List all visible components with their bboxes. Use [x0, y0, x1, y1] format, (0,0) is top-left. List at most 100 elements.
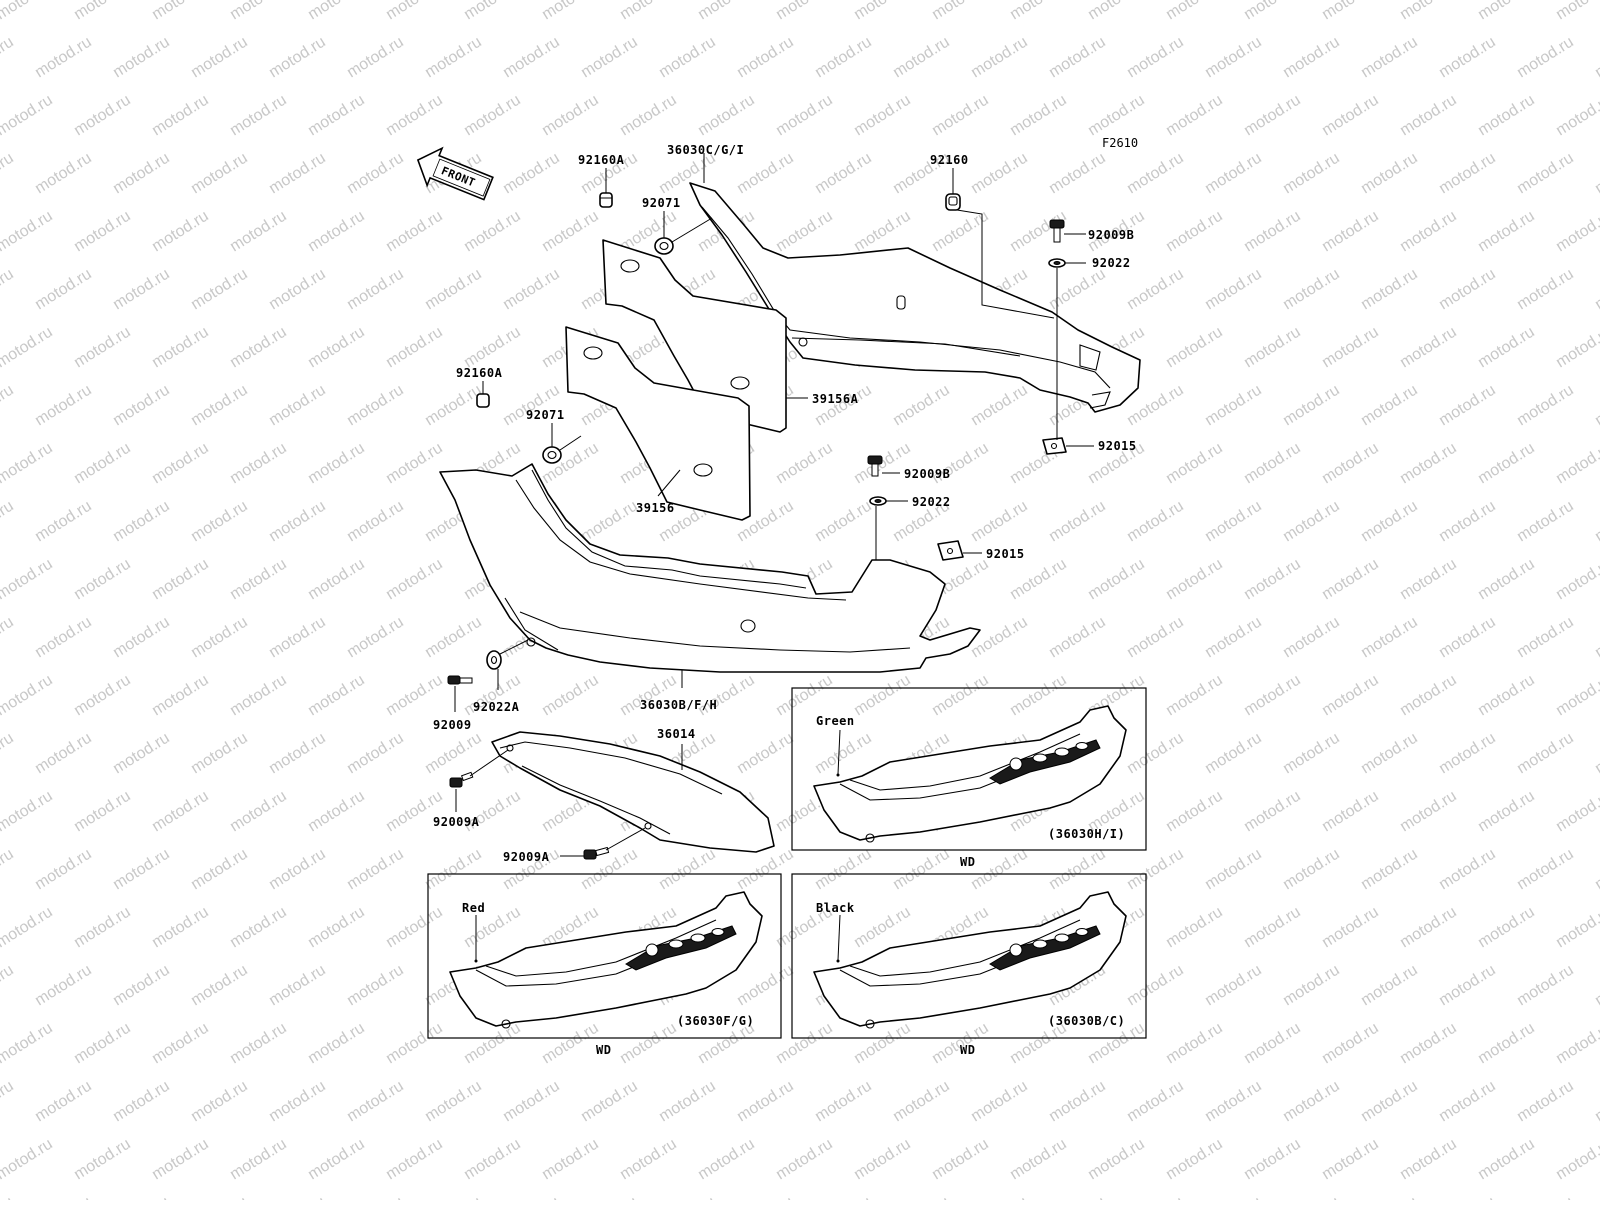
watermark-text: motod.ru: [0, 672, 56, 720]
watermark-text: motod.ru: [1319, 1020, 1382, 1068]
watermark-text: motod.ru: [1319, 440, 1382, 488]
watermark-text: motod.ru: [890, 1194, 953, 1200]
watermark-text: motod.ru: [1553, 324, 1600, 372]
watermark-text: motod.ru: [149, 1136, 212, 1184]
watermark-text: motod.ru: [188, 846, 251, 894]
watermark-text: motod.ru: [149, 440, 212, 488]
watermark-text: motod.ru: [1163, 672, 1226, 720]
watermark-text: motod.ru: [1358, 846, 1421, 894]
watermark-text: motod.ru: [305, 788, 368, 836]
watermark-text: motod.ru: [1163, 208, 1226, 256]
watermark-text: motod.ru: [1280, 150, 1343, 198]
leader-lines: [454, 153, 1094, 857]
watermark-text: motod.ru: [422, 34, 485, 82]
watermark-text: motod.ru: [344, 266, 407, 314]
watermark-text: motod.ru: [500, 1194, 563, 1200]
watermark-text: motod.ru: [734, 730, 797, 778]
watermark-text: motod.ru: [1475, 1020, 1538, 1068]
watermark-text: motod.ru: [539, 672, 602, 720]
watermark-text: motod.ru: [1046, 614, 1109, 662]
watermark-text: motod.ru: [617, 1136, 680, 1184]
watermark-text: motod.ru: [71, 440, 134, 488]
watermark-text: motod.ru: [1280, 382, 1343, 430]
watermark-text: motod.ru: [0, 1136, 56, 1184]
watermark-text: motod.ru: [1202, 962, 1265, 1010]
watermark-text: motod.ru: [1124, 614, 1187, 662]
watermark-text: motod.ru: [1592, 266, 1600, 314]
watermark-text: motod.ru: [461, 1136, 524, 1184]
watermark-text: motod.ru: [1436, 34, 1499, 82]
watermark-text: motod.ru: [227, 788, 290, 836]
watermark-text: motod.ru: [1046, 1194, 1109, 1200]
watermark-text: motod.ru: [266, 1194, 329, 1200]
watermark-text: motod.ru: [305, 92, 368, 140]
watermark-text: motod.ru: [305, 1136, 368, 1184]
variant-part-code: (36030F/G): [677, 1014, 754, 1028]
callout-label: 92022: [1092, 256, 1131, 270]
under-cover: [491, 731, 775, 853]
watermark-text: motod.ru: [1241, 92, 1304, 140]
watermark-text: motod.ru: [1280, 846, 1343, 894]
washer-92022A: [486, 650, 502, 670]
watermark-text: motod.ru: [227, 1020, 290, 1068]
watermark-text: motod.ru: [188, 34, 251, 82]
watermark-text: motod.ru: [1553, 208, 1600, 256]
watermark-text: motod.ru: [578, 1078, 641, 1126]
watermark-text: motod.ru: [227, 1136, 290, 1184]
watermark-text: motod.ru: [851, 904, 914, 952]
watermark-text: motod.ru: [1436, 150, 1499, 198]
watermark-text: motod.ru: [1163, 788, 1226, 836]
watermark-text: motod.ru: [1436, 730, 1499, 778]
watermark-text: motod.ru: [422, 614, 485, 662]
watermark-text: motod.ru: [71, 1136, 134, 1184]
upper-side-cover: [689, 182, 1141, 413]
watermark-text: motod.ru: [1241, 904, 1304, 952]
watermark-text: motod.ru: [1202, 34, 1265, 82]
watermark-text: motod.ru: [968, 150, 1031, 198]
watermark-text: motod.ru: [305, 208, 368, 256]
watermark-text: motod.ru: [1397, 788, 1460, 836]
watermark-text: motod.ru: [1319, 0, 1382, 23]
callout-label: 92009B: [1088, 228, 1134, 242]
watermark-text: motod.ru: [71, 0, 134, 23]
watermark-text: motod.ru: [1553, 556, 1600, 604]
watermark-text: motod.ru: [1397, 1020, 1460, 1068]
watermark-text: motod.ru: [812, 730, 875, 778]
watermark-text: motod.ru: [422, 1078, 485, 1126]
watermark-text: motod.ru: [149, 904, 212, 952]
watermark-text: motod.ru: [1124, 1194, 1187, 1200]
variant-color-label: Green: [816, 714, 855, 728]
watermark-text: motod.ru: [929, 1136, 992, 1184]
watermark-text: motod.ru: [1046, 150, 1109, 198]
watermark-text: motod.ru: [1514, 382, 1577, 430]
watermark-text: motod.ru: [1553, 1136, 1600, 1184]
lower-side-cover: [439, 463, 981, 673]
watermark-text: motod.ru: [227, 324, 290, 372]
watermark-text: motod.ru: [1592, 730, 1600, 778]
watermark-text: motod.ru: [0, 788, 56, 836]
watermark-text: motod.ru: [500, 34, 563, 82]
watermark-text: motod.ru: [1124, 34, 1187, 82]
watermark-text: motod.ru: [1007, 92, 1070, 140]
watermark-text: motod.ru: [968, 614, 1031, 662]
watermark-text: motod.ru: [968, 846, 1031, 894]
callout-label: 92009: [433, 718, 472, 732]
watermark-text: motod.ru: [1319, 208, 1382, 256]
watermark-text: motod.ru: [1241, 1136, 1304, 1184]
watermark-text: motod.ru: [1280, 962, 1343, 1010]
watermark-text: motod.ru: [227, 208, 290, 256]
watermark-text: motod.ru: [929, 0, 992, 23]
callout-label: 36014: [657, 727, 696, 741]
watermark-text: motod.ru: [461, 1020, 524, 1068]
watermark-text: motod.ru: [1397, 440, 1460, 488]
watermark-text: motod.ru: [0, 382, 17, 430]
watermark-text: motod.ru: [1514, 730, 1577, 778]
watermark-text: motod.ru: [1436, 1078, 1499, 1126]
watermark-text: motod.ru: [1241, 440, 1304, 488]
watermark-text: motod.ru: [383, 1020, 446, 1068]
watermark-text: motod.ru: [890, 1078, 953, 1126]
watermark-text: motod.ru: [1046, 1078, 1109, 1126]
callout-label: 39156: [636, 501, 675, 515]
